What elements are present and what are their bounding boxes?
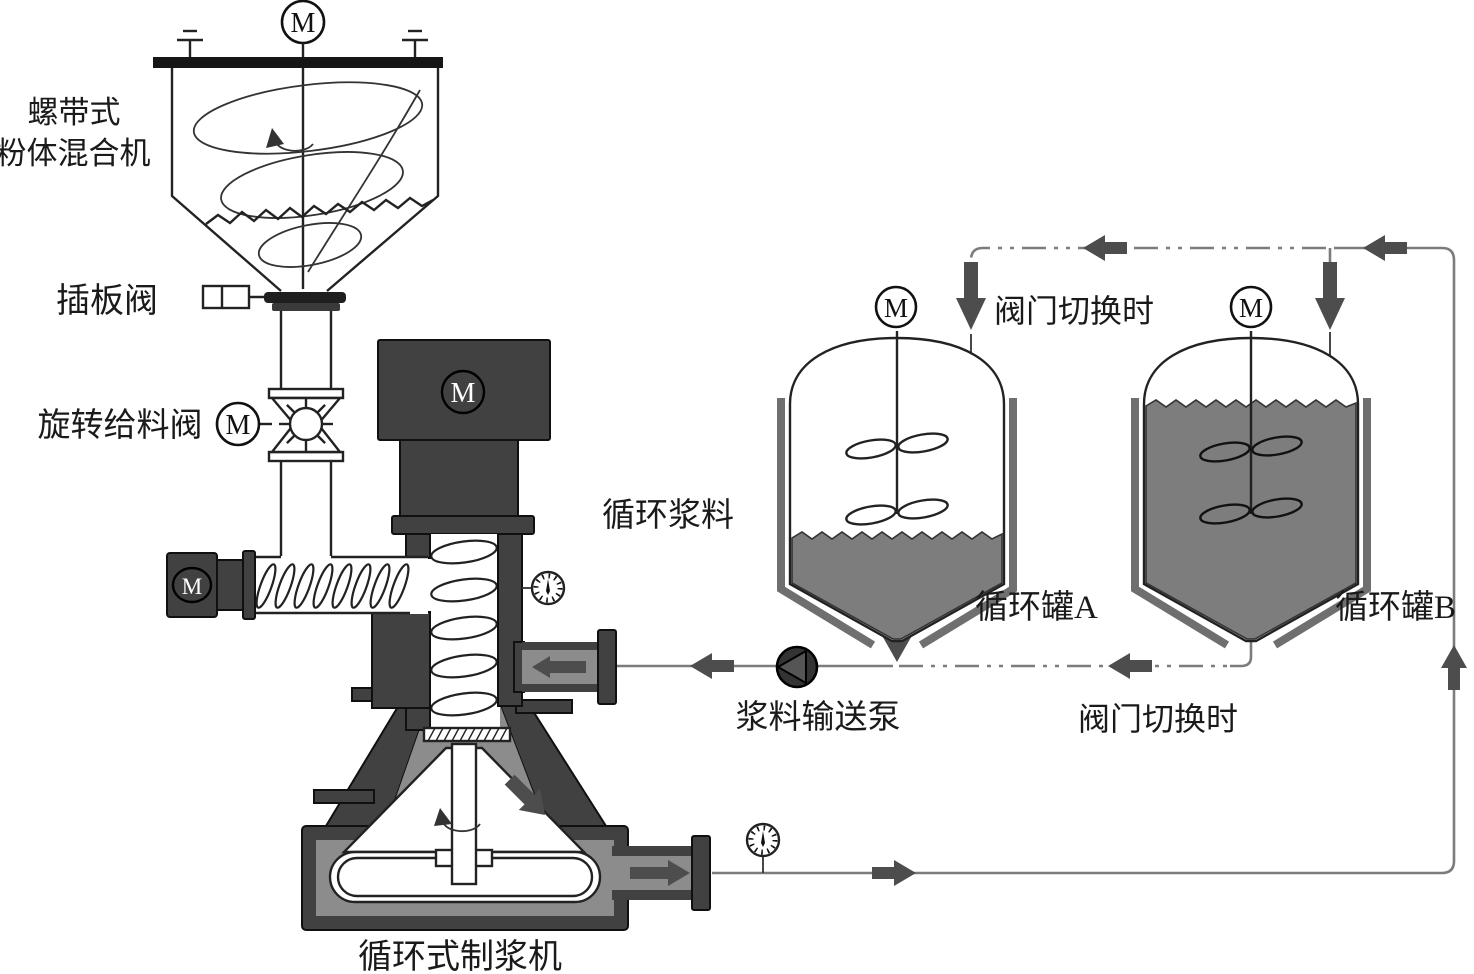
pulper-inlet-pipe [513,629,617,705]
mixer-lid-mount-right [402,29,428,57]
flow-arrow-down-tank-a-inlet [956,262,986,330]
flow-arrow-right-outlet-line [872,860,916,886]
flow-arrow-left-top-solid [1363,235,1407,261]
rotary-feed-valve-assembly: M 旋转给料阀 [38,311,345,556]
mixer-powder-level [205,196,434,225]
slide-valve-actuator [201,284,251,310]
tank-a-slurry [791,531,1003,640]
tank-a-agitator [845,432,949,526]
circulation-tank-b: M 循环罐B [1131,285,1456,649]
slurry-pump: 浆料输送泵 [736,645,901,736]
flow-arrow-left-to-pulper [690,653,734,679]
mixer-rotation-arrow-icon [266,128,314,152]
pulper-inlet-arrow [532,656,586,678]
pulper-label: 循环式制浆机 [358,938,562,974]
pulper-hatch-plate [422,726,512,743]
slide-gate-valve: 插板阀 [56,282,346,320]
tank-b-agitator [1199,435,1303,525]
ribbon-powder-mixer: M 螺带式 粉体混合机 [0,0,443,292]
slide-valve-label: 插板阀 [56,282,158,320]
mixer-label-line1: 螺带式 [28,95,121,130]
flow-labels: 循环浆料 阀门切换时 阀门切换时 [602,293,1238,737]
valve-switch-label-top: 阀门切换时 [994,293,1154,329]
rotary-valve-body [269,396,343,454]
pressure-gauge-outlet [745,822,781,873]
screw-feeder-motor-icon [171,566,213,604]
pulper-motor-icon [440,369,486,415]
mixer-hopper [170,68,440,292]
mixer-lid [153,57,443,68]
pulper-motor-label: M [451,378,476,409]
tank-a-motor-label: M [884,293,908,323]
tank-b-motor-label: M [1239,293,1263,323]
valve-switch-label-bottom: 阀门切换时 [1078,701,1238,737]
tank-b-slurry [1145,399,1357,640]
flow-arrow-left-valve-switch [1108,653,1152,679]
rotary-valve-rotor-icon [279,397,333,451]
slide-valve-gate [264,292,346,303]
tank-a-label: 循环罐A [975,589,1098,626]
mixer-ribbon-helix [192,81,424,273]
circulating-slurry-label: 循环浆料 [602,497,734,534]
flow-arrow-up-riser [1441,645,1467,690]
tank-b-motor-icon [1229,285,1273,329]
tank-b-label: 循环罐B [1335,589,1456,626]
circulation-tank-a: M 循环罐A [777,285,1098,649]
rotary-valve-label: 旋转给料阀 [38,407,203,444]
mixer-label-line2: 粉体混合机 [0,136,151,171]
piping-network [616,246,1456,875]
pressure-gauge-inlet [522,570,566,606]
pulper-vertical-screw [430,539,498,717]
screw-feeder: M [166,550,428,620]
circulating-pulper: M [301,339,711,974]
mixer-lid-mount-left [177,29,203,57]
flow-arrows [690,235,1467,886]
pulper-rotation-arrow-icon [434,808,481,833]
pulper-internal-flow-arrow [504,774,545,815]
flow-arrow-left-top-dashdot [1083,235,1127,261]
tank-a-motor-icon [874,285,918,329]
screw-feeder-motor-label: M [182,574,202,599]
rotary-valve-motor-icon [215,401,261,447]
pulper-outlet-arrow [630,860,690,886]
pump-label: 浆料输送泵 [736,699,901,736]
flow-arrow-down-tank-b-inlet [1315,262,1345,330]
pulper-rotor-shaft [450,742,478,886]
rotary-valve-motor-label: M [226,410,251,441]
mixer-motor-label: M [291,8,316,39]
pulper-outlet-pipe [612,835,711,911]
screw-feeder-auger [255,563,410,609]
